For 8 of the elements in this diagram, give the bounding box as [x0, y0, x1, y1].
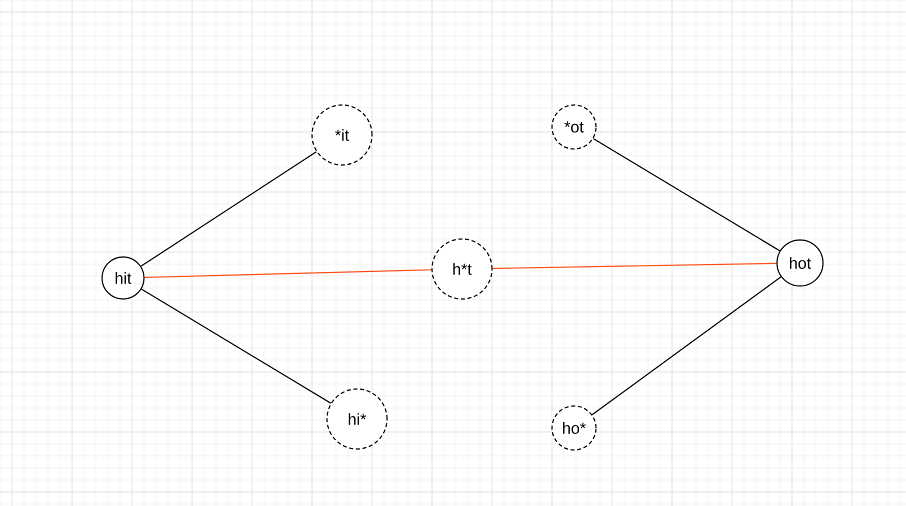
- connector-line: [144, 269, 432, 278]
- circle-node: hit: [101, 256, 145, 300]
- connector-line: [592, 276, 782, 416]
- connector-line: [140, 151, 317, 267]
- connector-line: [141, 288, 332, 404]
- connector-line: [492, 262, 776, 270]
- connector-line: [593, 138, 780, 252]
- circle-node: hot: [776, 239, 824, 287]
